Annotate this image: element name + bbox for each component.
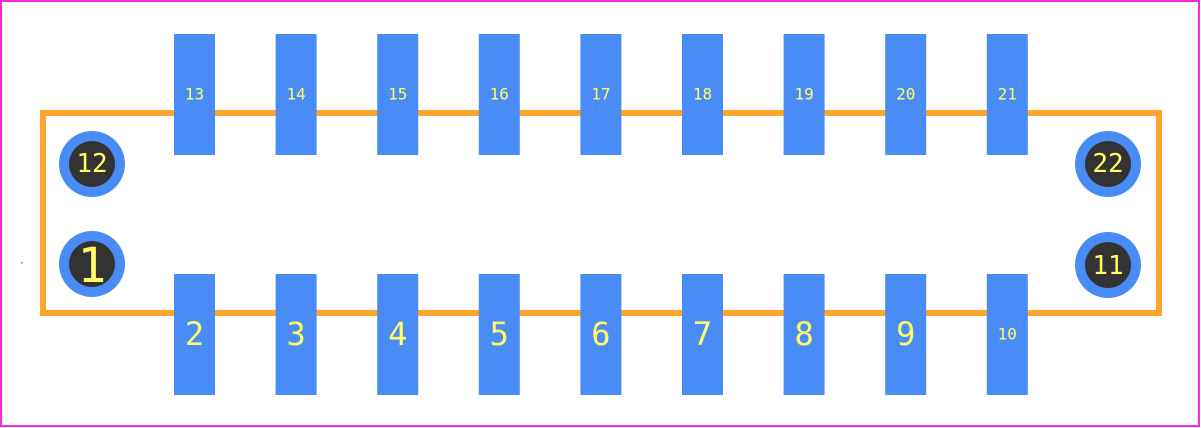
smd-pad[interactable]: 19 bbox=[783, 34, 825, 155]
pad-copper bbox=[682, 274, 723, 395]
pad-label: 4 bbox=[388, 315, 407, 353]
pad-label: 14 bbox=[286, 85, 305, 104]
pad-copper bbox=[682, 34, 723, 155]
smd-pad[interactable]: 4 bbox=[377, 274, 419, 395]
pad-label: 7 bbox=[693, 315, 712, 353]
bottom-pad-row: 2 3 4 5 6 7 8 9 10 bbox=[174, 274, 1028, 395]
pad-copper bbox=[885, 34, 927, 155]
pad-label: 21 bbox=[998, 85, 1017, 104]
smd-pad[interactable]: 15 bbox=[377, 34, 419, 155]
pad-label: 16 bbox=[490, 85, 509, 104]
pad-copper bbox=[275, 34, 317, 155]
pad-copper bbox=[885, 274, 927, 395]
origin-marker: · bbox=[19, 258, 25, 269]
pad-label: 9 bbox=[896, 315, 915, 353]
pad-label: 19 bbox=[794, 85, 813, 104]
pad-label: 18 bbox=[693, 85, 712, 104]
smd-pad[interactable]: 5 bbox=[478, 274, 520, 395]
smd-pad[interactable]: 9 bbox=[885, 274, 927, 395]
hole-drill bbox=[69, 241, 115, 287]
pad-label: 13 bbox=[185, 85, 204, 104]
pad-label: 17 bbox=[591, 85, 610, 104]
mount-hole-bottom-right[interactable]: 11 bbox=[1075, 232, 1141, 298]
mount-hole-top-left[interactable]: 12 bbox=[59, 131, 125, 197]
hole-label: 11 bbox=[1092, 251, 1123, 281]
smd-pad[interactable]: 13 bbox=[174, 34, 215, 155]
smd-pad[interactable]: 16 bbox=[478, 34, 520, 155]
smd-pad[interactable]: 18 bbox=[682, 34, 723, 155]
hole-drill bbox=[1085, 242, 1131, 288]
pad-label: 20 bbox=[896, 85, 915, 104]
smd-pad[interactable]: 21 bbox=[986, 34, 1028, 155]
pad-copper bbox=[377, 274, 419, 395]
mount-hole-top-right[interactable]: 22 bbox=[1075, 131, 1141, 197]
pad-copper bbox=[174, 274, 215, 395]
pad-label: 15 bbox=[388, 85, 407, 104]
smd-pad[interactable]: 17 bbox=[580, 34, 622, 155]
pad-label: 10 bbox=[998, 325, 1017, 344]
pad-copper bbox=[174, 34, 215, 155]
pad-copper bbox=[478, 34, 520, 155]
hole-drill bbox=[69, 141, 115, 187]
pad-label: 3 bbox=[286, 315, 305, 353]
hole-label: 1 bbox=[78, 238, 107, 294]
smd-pad[interactable]: 14 bbox=[275, 34, 317, 155]
smd-pad[interactable]: 8 bbox=[783, 274, 825, 395]
pad-copper bbox=[275, 274, 317, 395]
pad-copper bbox=[783, 274, 825, 395]
smd-pad[interactable]: 7 bbox=[682, 274, 723, 395]
smd-pad[interactable]: 20 bbox=[885, 34, 927, 155]
mount-hole-bottom-left[interactable]: 1 bbox=[59, 231, 125, 297]
hole-drill bbox=[1085, 141, 1131, 187]
smd-pad[interactable]: 10 bbox=[986, 274, 1028, 395]
pad-copper bbox=[377, 34, 419, 155]
smd-pad[interactable]: 2 bbox=[174, 274, 215, 395]
pad-copper bbox=[986, 34, 1028, 155]
pad-label: 2 bbox=[185, 315, 204, 353]
hole-label: 12 bbox=[76, 149, 107, 179]
pad-copper bbox=[986, 274, 1028, 395]
pad-label: 6 bbox=[591, 315, 610, 353]
pad-copper bbox=[478, 274, 520, 395]
pad-label: 5 bbox=[490, 315, 509, 353]
pad-copper bbox=[580, 34, 622, 155]
smd-pad[interactable]: 3 bbox=[275, 274, 317, 395]
pad-copper bbox=[783, 34, 825, 155]
hole-label: 22 bbox=[1092, 149, 1123, 179]
pad-label: 8 bbox=[794, 315, 813, 353]
pad-copper bbox=[580, 274, 622, 395]
top-pad-row: 13 14 15 16 17 18 19 20 21 bbox=[174, 34, 1028, 155]
smd-pad[interactable]: 6 bbox=[580, 274, 622, 395]
